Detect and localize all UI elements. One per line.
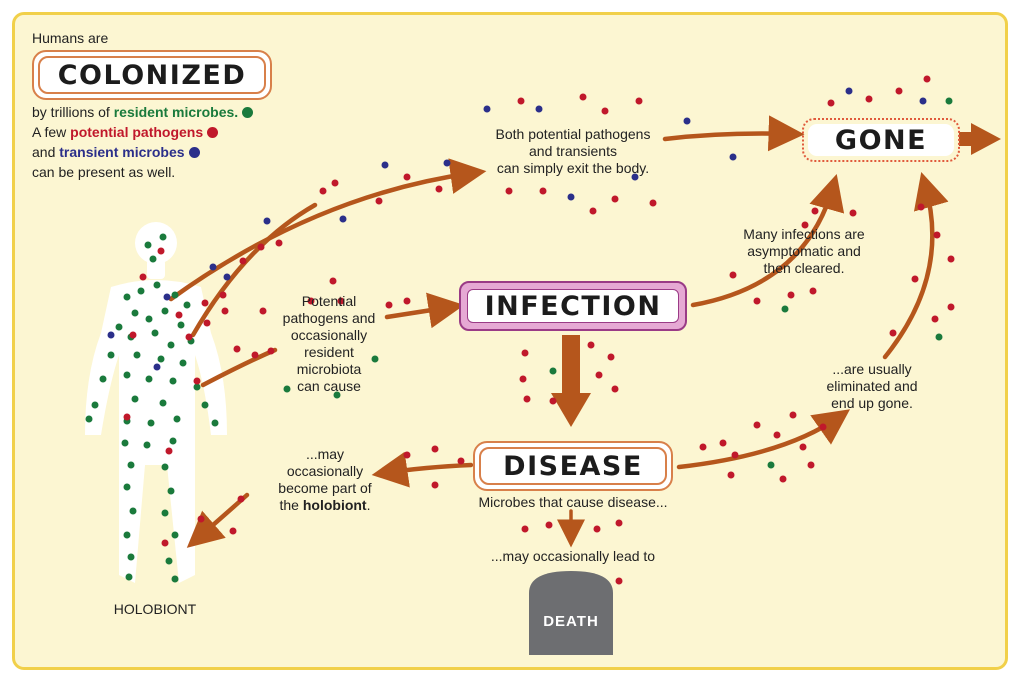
disease-microbes-caption: Microbes that cause disease... bbox=[478, 494, 668, 510]
pathogen-dot-icon bbox=[207, 127, 219, 138]
to-infection-arrow bbox=[384, 292, 465, 329]
exit-to-gone-arrow bbox=[662, 115, 805, 152]
disease-node: DISEASE bbox=[473, 441, 673, 491]
infection-node: INFECTION bbox=[459, 281, 687, 331]
holobiont-part-caption: ...may occasionally become part of the h… bbox=[278, 446, 372, 513]
diagram-artwork bbox=[85, 75, 1001, 655]
infection-to-disease-arrow bbox=[551, 393, 591, 427]
human-silhouette-icon bbox=[85, 222, 227, 583]
pathogen-microbes bbox=[123, 75, 955, 585]
transient-dot-icon bbox=[188, 147, 200, 158]
colonized-label: COLONIZED bbox=[32, 50, 272, 100]
disease-to-holobiont-arrow bbox=[371, 451, 474, 488]
resident-line: by trillions of resident microbes. bbox=[32, 104, 254, 121]
eliminated-to-gone-arrow bbox=[882, 172, 949, 360]
tombstone-icon bbox=[529, 571, 613, 655]
exit-body-arrow bbox=[168, 158, 487, 302]
holobiont-label: HOLOBIONT bbox=[113, 601, 197, 617]
infection-to-gone-arrow bbox=[690, 174, 845, 308]
gone-node: GONE bbox=[802, 118, 960, 162]
diagram-panel: Humans are COLONIZED by trillions of res… bbox=[12, 12, 1008, 670]
resident-dot-icon bbox=[242, 107, 254, 118]
present-line: can be present as well. bbox=[32, 164, 176, 180]
transient-label: transient microbes bbox=[59, 144, 185, 160]
transient-line: and transient microbes bbox=[32, 144, 200, 161]
transient-microbes bbox=[107, 87, 927, 371]
pathogens-line: A few potential pathogens bbox=[32, 124, 219, 141]
pathogens-label: potential pathogens bbox=[70, 124, 204, 140]
gone-exit-arrow bbox=[971, 123, 1001, 155]
death-label: DEATH bbox=[543, 613, 599, 630]
intro-line: Humans are bbox=[32, 30, 109, 46]
resident-label: resident microbes. bbox=[113, 104, 239, 120]
resident-microbes bbox=[85, 97, 953, 583]
death-lead-caption: ...may occasionally lead to bbox=[490, 548, 656, 564]
